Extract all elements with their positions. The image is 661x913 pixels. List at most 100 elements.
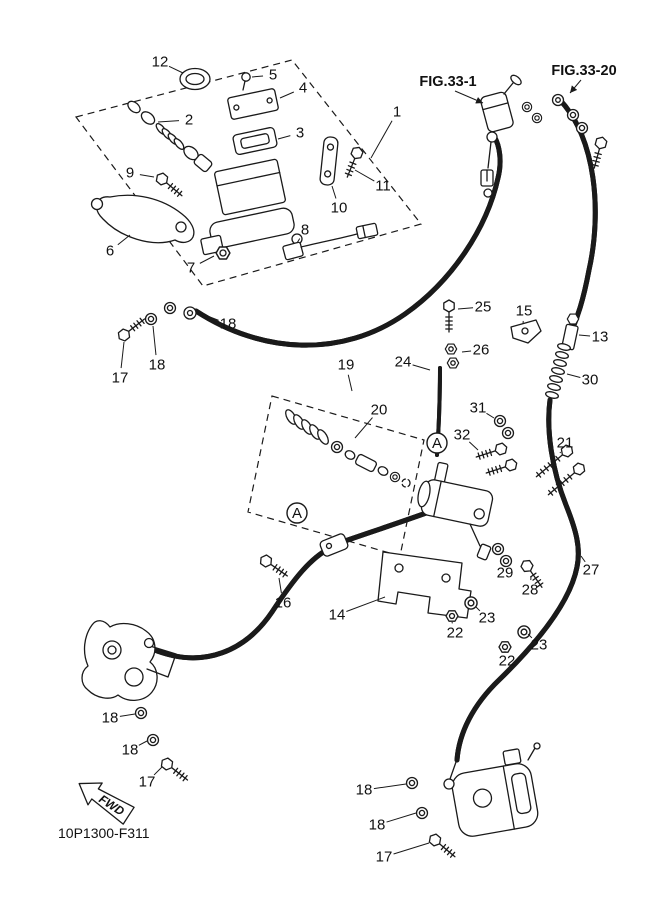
callout-18-39[interactable]: 18 <box>369 817 386 834</box>
leader-line-18-39 <box>386 812 417 823</box>
callout-5-1[interactable]: 5 <box>269 67 277 84</box>
fwd-arrow: FWD <box>78 782 135 825</box>
part-piston-kit-20 <box>285 409 411 488</box>
assembly-marker-A-0[interactable]: A <box>432 435 442 452</box>
leader-line-5-1 <box>251 75 264 78</box>
callout-31-23[interactable]: 31 <box>470 400 487 417</box>
leader-line-19-20 <box>347 374 353 392</box>
callout-7-11[interactable]: 7 <box>187 260 195 277</box>
front-brake-caliper <box>81 620 177 701</box>
callout-26-18[interactable]: 26 <box>473 342 490 359</box>
part-cover-plate-4 <box>227 88 279 120</box>
callout-21-25[interactable]: 21 <box>557 435 574 452</box>
figure-code: 10P1300-F311 <box>58 825 150 841</box>
part-clamp-10 <box>319 136 339 186</box>
callout-18-38[interactable]: 18 <box>356 782 373 799</box>
leader-line-3-5 <box>277 135 291 140</box>
dashed-box-front-master-cylinder <box>74 59 423 287</box>
callout-29-27[interactable]: 29 <box>497 565 514 582</box>
callout-18-35[interactable]: 18 <box>102 710 119 727</box>
fig-33-20-fittings <box>551 93 608 170</box>
leader-line-17-40 <box>393 842 430 855</box>
part-bolt-16 <box>258 553 290 580</box>
fig-ref-FIG.33-20[interactable]: FIG.33-20 <box>551 63 616 79</box>
leader-line-23-33 <box>527 633 533 639</box>
fig-ref-arrow-0 <box>454 90 484 104</box>
part-screw-5 <box>241 72 251 91</box>
callout-20-22[interactable]: 20 <box>371 402 388 419</box>
leader-line-10-8 <box>331 185 337 199</box>
leader-line-26-18 <box>461 350 472 353</box>
front-caliper-hose <box>149 509 432 658</box>
part-bolts-32 <box>475 442 519 478</box>
rear-brake-caliper <box>443 742 541 837</box>
callout-15-13[interactable]: 15 <box>516 303 533 320</box>
callout-18-16[interactable]: 18 <box>149 357 166 374</box>
callout-18-36[interactable]: 18 <box>122 742 139 759</box>
callout-27-26[interactable]: 27 <box>583 562 600 579</box>
callout-23-33[interactable]: 23 <box>531 637 548 654</box>
callout-17-40[interactable]: 17 <box>376 849 393 866</box>
callout-17-17[interactable]: 17 <box>112 370 129 387</box>
callout-13-14[interactable]: 13 <box>592 329 609 346</box>
callout-9-6[interactable]: 9 <box>126 165 134 182</box>
callout-22-34[interactable]: 22 <box>499 653 516 670</box>
leader-line-12-0 <box>168 65 184 74</box>
part-piston-kit-2 <box>127 100 213 173</box>
leader-line-9-6 <box>139 174 155 178</box>
rear-brake-hose-upper <box>557 97 595 333</box>
leader-line-17-17 <box>120 341 125 369</box>
leader-line-16-29 <box>278 577 282 594</box>
callout-8-10[interactable]: 8 <box>301 222 309 239</box>
callout-28-28[interactable]: 28 <box>522 582 539 599</box>
callout-32-24[interactable]: 32 <box>454 427 471 444</box>
part-washers-29 <box>491 542 513 568</box>
part-brake-lever-6 <box>90 194 195 244</box>
part-diaphragm-3 <box>232 126 278 156</box>
leader-line-14-30 <box>346 596 386 612</box>
part-nut-7 <box>215 246 231 260</box>
rear-brake-hose-lower <box>454 397 578 763</box>
leader-line-1-3 <box>370 120 393 159</box>
leader-line-18-38 <box>373 783 407 790</box>
part-nuts-26 <box>444 343 460 369</box>
callout-11-7[interactable]: 11 <box>375 178 391 195</box>
part-bolt-9 <box>154 171 185 200</box>
callout-10-8[interactable]: 10 <box>331 200 348 217</box>
front-brake-hose <box>193 133 500 345</box>
callout-14-30[interactable]: 14 <box>329 607 346 624</box>
assembly-marker-A-1[interactable]: A <box>292 505 302 522</box>
part-spring-guard-30 <box>545 343 571 399</box>
part-bolt-11 <box>342 145 364 179</box>
rear-master-cylinder-upper <box>480 74 543 198</box>
fig-ref-FIG.33-1[interactable]: FIG.33-1 <box>419 74 476 90</box>
leader-line-21-25 <box>559 451 561 454</box>
leader-line-30-21 <box>566 373 581 378</box>
leader-line-7-11 <box>199 255 215 264</box>
callout-23-32[interactable]: 23 <box>479 610 496 627</box>
callout-18-15[interactable]: 18 <box>220 316 237 333</box>
callout-25-12[interactable]: 25 <box>475 299 492 316</box>
callout-22-31[interactable]: 22 <box>447 625 464 642</box>
part-bracket-stay <box>377 551 472 619</box>
part-cap-12 <box>179 67 211 91</box>
leader-line-18-36 <box>138 740 148 746</box>
callout-6-9[interactable]: 6 <box>106 243 114 260</box>
leader-line-8-10 <box>296 238 301 244</box>
leader-line-27-26 <box>580 555 586 563</box>
callout-2-4[interactable]: 2 <box>185 112 193 129</box>
assembly-marker-circle-1 <box>286 502 308 524</box>
callout-4-2[interactable]: 4 <box>299 80 307 97</box>
callout-30-21[interactable]: 30 <box>582 372 599 389</box>
callout-12-0[interactable]: 12 <box>152 54 169 71</box>
leader-line-2-4 <box>157 120 180 123</box>
leader-line-6-9 <box>117 234 131 246</box>
leader-line-25-12 <box>457 307 474 310</box>
callout-17-37[interactable]: 17 <box>139 774 156 791</box>
callout-1-3[interactable]: 1 <box>393 104 401 121</box>
callout-16-29[interactable]: 16 <box>275 595 292 612</box>
callout-19-20[interactable]: 19 <box>338 357 355 374</box>
callout-24-19[interactable]: 24 <box>395 354 412 371</box>
callout-3-5[interactable]: 3 <box>296 125 304 142</box>
